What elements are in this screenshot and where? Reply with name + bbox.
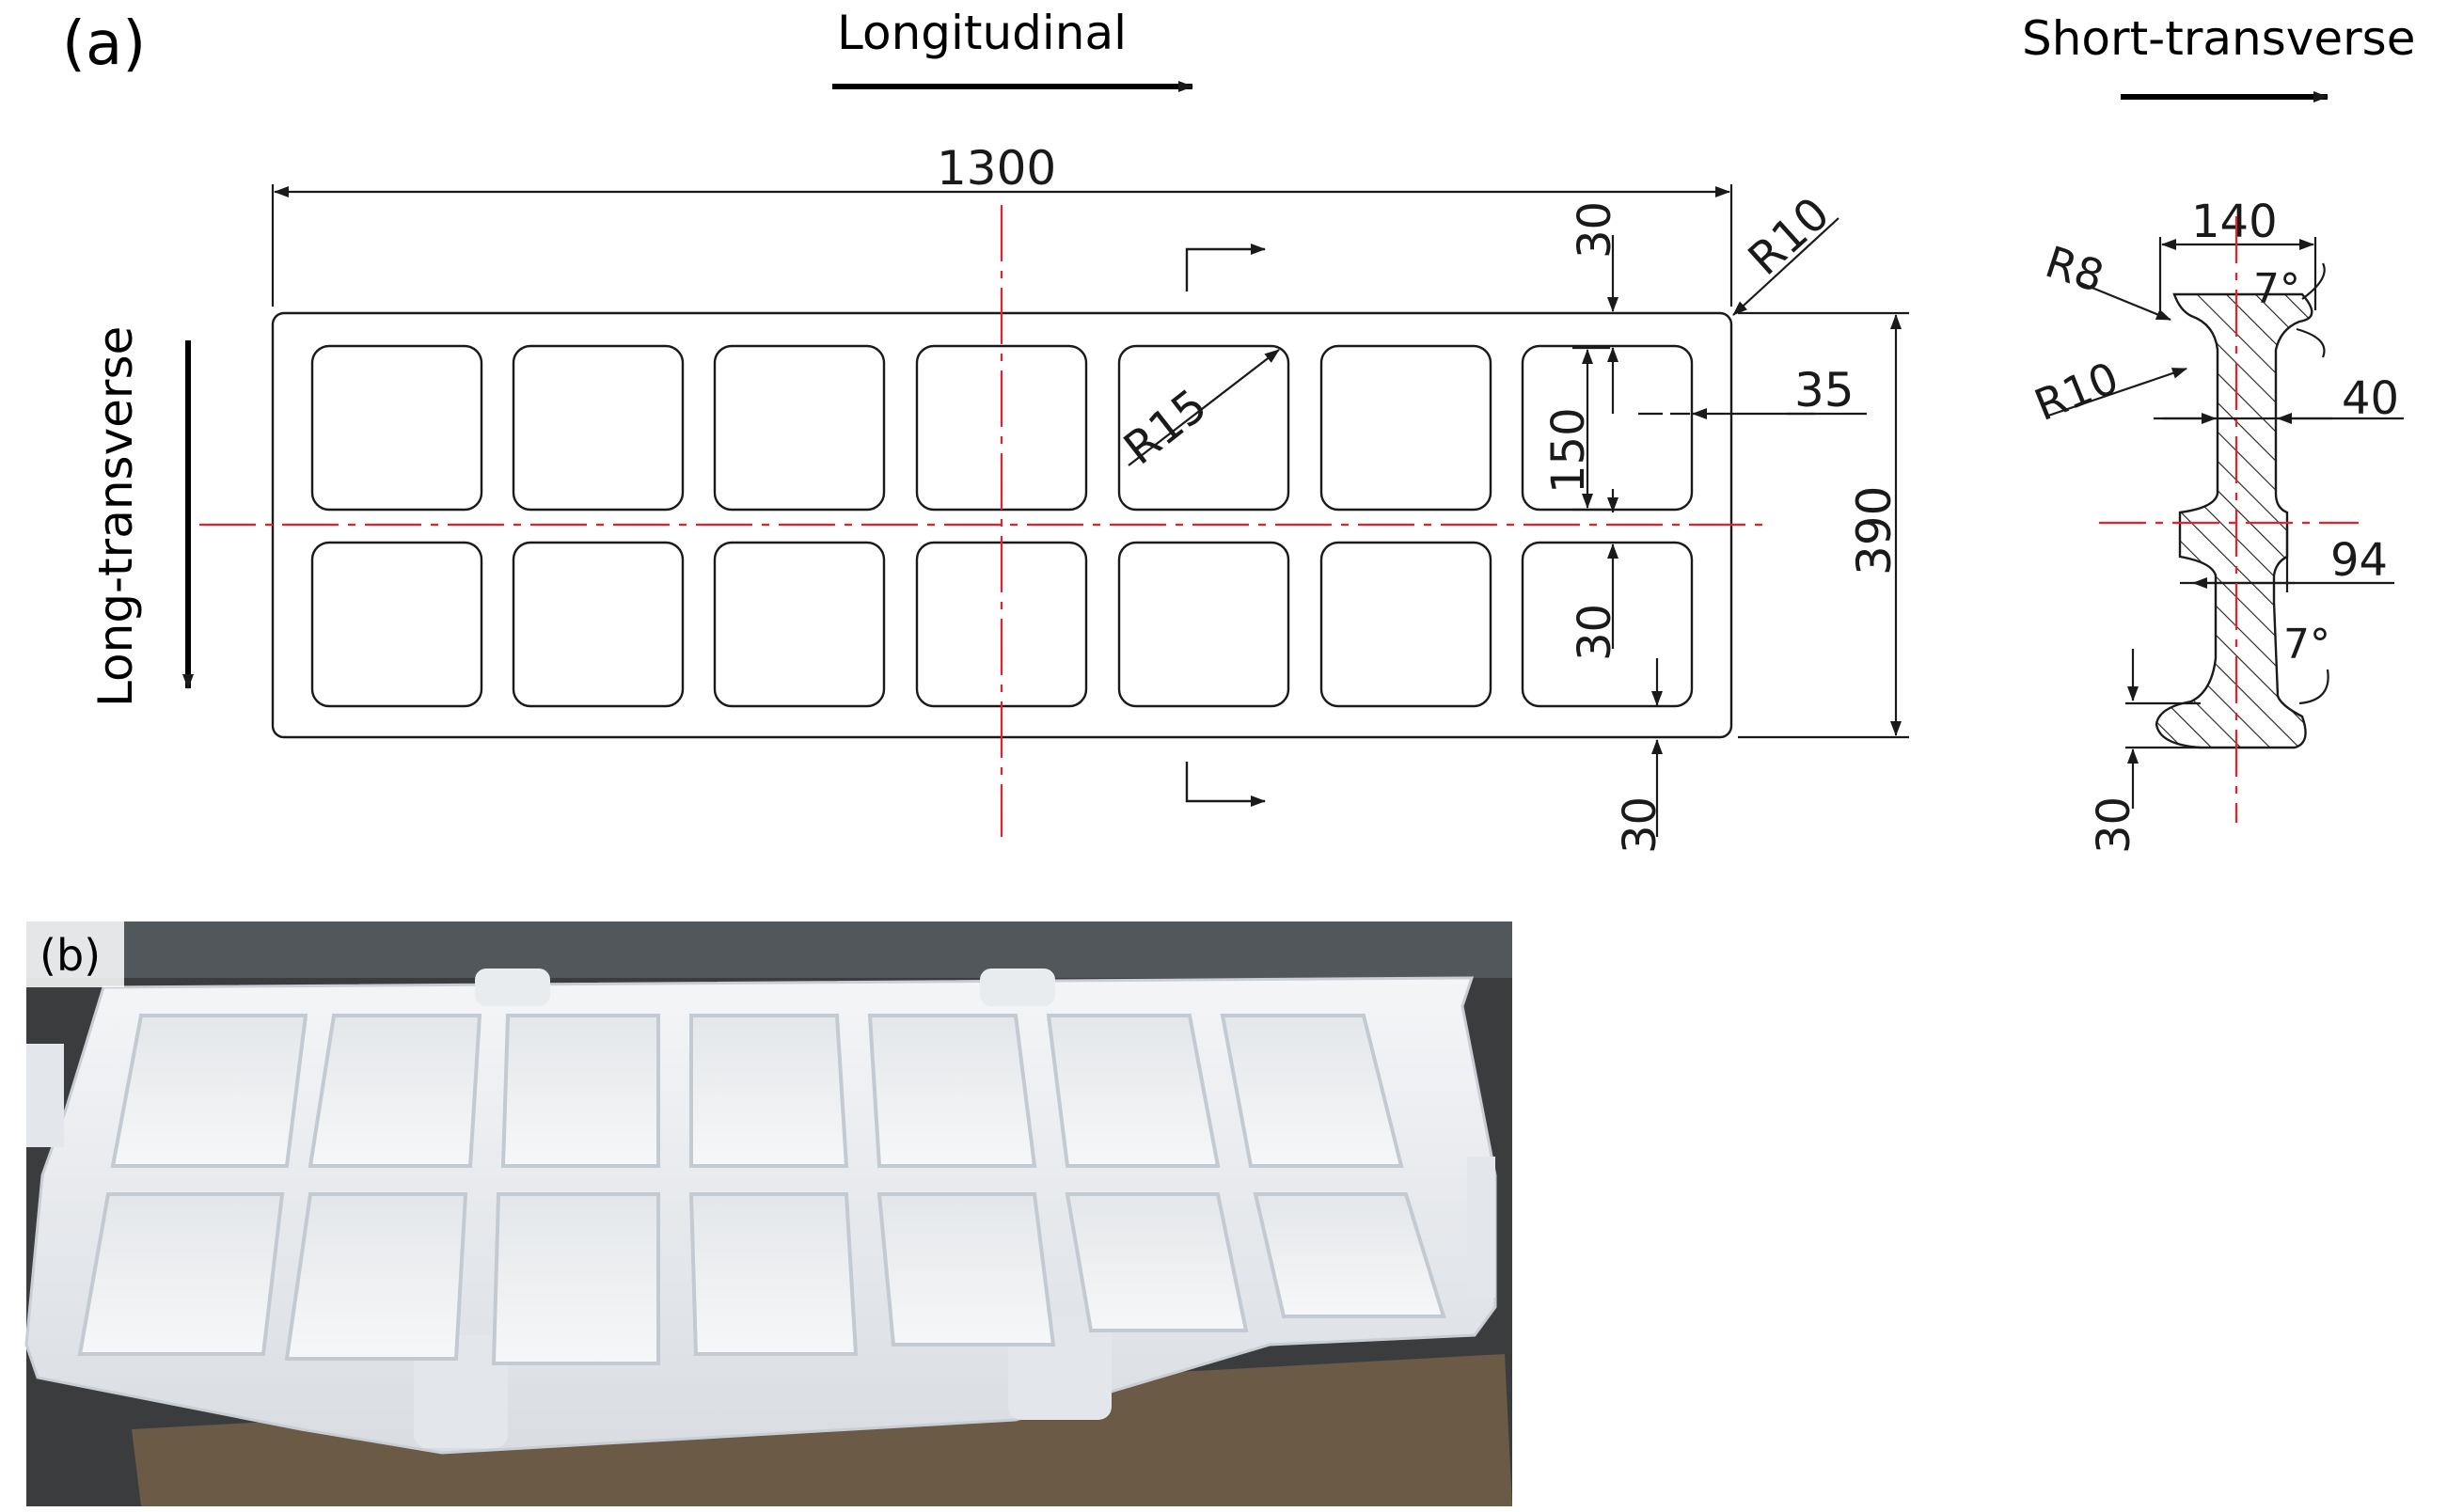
r10-leader <box>1732 217 1839 316</box>
pocket <box>310 344 483 512</box>
dim-1300 <box>271 184 1733 307</box>
pocket <box>512 344 685 512</box>
dim-pocket-offset: 35 <box>1794 363 1855 417</box>
dim-overall-length: 1300 <box>937 141 1056 196</box>
dim-pocket-radius: R15 <box>1114 379 1217 475</box>
panel-b-label: (b) <box>39 930 101 981</box>
section-fillet-top: R8 <box>2040 236 2110 302</box>
section-center-rib: 94 <box>2330 534 2388 587</box>
lug <box>26 1044 64 1147</box>
section-flange-width: 140 <box>2191 196 2278 248</box>
section-draft-top: 7° <box>2253 265 2300 313</box>
pocket <box>1117 541 1290 708</box>
lug <box>1467 1157 1495 1298</box>
pocket <box>1319 541 1492 708</box>
short-transverse-label: Short-transverse <box>2022 11 2415 66</box>
section-draft-bottom: 7° <box>2283 621 2330 669</box>
dim-section-30 <box>2125 649 2201 809</box>
section-flange-thickness: 30 <box>2088 796 2140 854</box>
dim-140 <box>2158 237 2317 310</box>
section-profile <box>2155 292 2313 749</box>
lug <box>980 969 1055 1006</box>
pocket <box>1117 344 1290 512</box>
pocket <box>1319 344 1492 512</box>
lug <box>414 1335 508 1448</box>
section-web-thickness: 40 <box>2342 372 2399 425</box>
pocket <box>1521 541 1694 708</box>
dim-bottom-margin: 30 <box>1614 796 1666 854</box>
panel-a: (a) Longitudinal Short-transverse Long-t… <box>62 6 2415 854</box>
r8-leader <box>2077 280 2171 322</box>
r15-leader <box>1128 349 1280 466</box>
longitudinal-label: Longitudinal <box>837 6 1127 60</box>
dim-150 <box>1572 346 1610 512</box>
dim-overall-width: 390 <box>1847 486 1902 575</box>
draft-top-arc <box>2296 262 2326 358</box>
label-box <box>26 921 124 987</box>
dim-pocket-height: 150 <box>1542 407 1595 494</box>
section-centerlines <box>2099 216 2359 823</box>
panel-a-label: (a) <box>62 9 146 79</box>
dim-390 <box>1738 311 1909 739</box>
section-fillet-web: R10 <box>2028 352 2125 431</box>
pocket <box>310 541 483 708</box>
dim-top-margin: 30 <box>1569 201 1621 259</box>
draft-bottom-arc <box>2298 669 2329 705</box>
photo-pockets <box>77 1014 1446 1365</box>
dim-rib-width: 30 <box>1569 604 1621 661</box>
photo-floor <box>26 921 1512 978</box>
pocket <box>713 541 886 708</box>
centerlines <box>199 205 1763 837</box>
long-transverse-label: Long-transverse <box>88 326 143 707</box>
panel-b-photo: (b) <box>24 921 1512 1506</box>
pocket <box>713 344 886 512</box>
section-marks <box>1185 244 1266 807</box>
lug <box>475 969 550 1006</box>
section-view: 140 R8 R10 7° 40 94 7° <box>2028 196 2404 854</box>
pocket <box>512 541 685 708</box>
dim-corner-radius: R10 <box>1739 187 1840 286</box>
r10s-leader <box>2047 367 2187 417</box>
